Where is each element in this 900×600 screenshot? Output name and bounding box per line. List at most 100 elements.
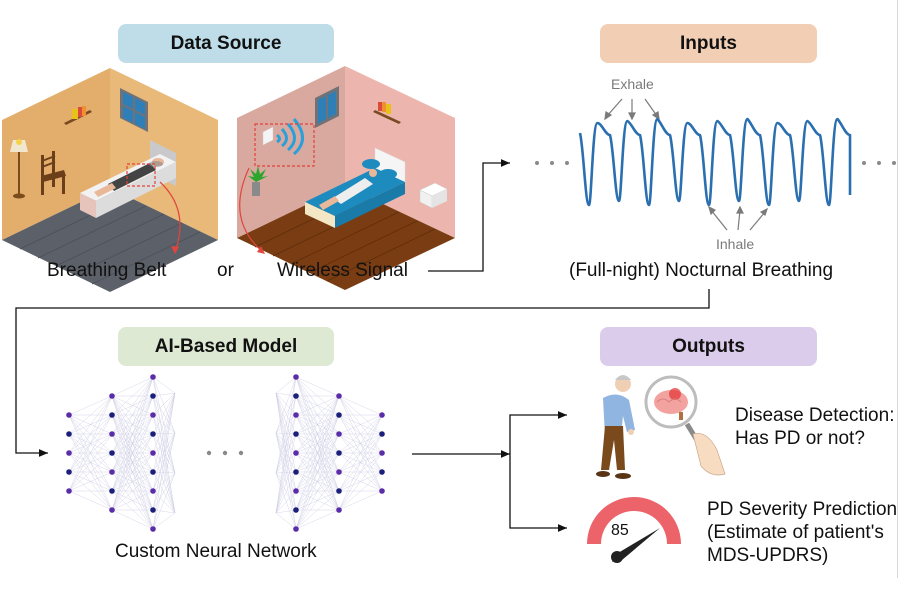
outputs-title: Outputs [672, 335, 745, 357]
network-edge [295, 414, 340, 530]
network-edge [275, 376, 297, 474]
network-edge [152, 392, 176, 473]
network-node [150, 507, 156, 513]
exhale-label: Exhale [611, 76, 654, 92]
network-edge [338, 414, 383, 473]
gauge-value: 85 [611, 522, 629, 539]
network-edge [152, 392, 176, 511]
network-edge [152, 392, 176, 416]
network-edge [68, 452, 113, 492]
network-node [293, 526, 299, 532]
network-edge [111, 452, 154, 511]
network-edge [275, 512, 297, 530]
network-node [66, 431, 72, 437]
outputs-header: Outputs [600, 327, 817, 366]
network-edge [275, 433, 297, 514]
model-header: AI-Based Model [118, 327, 334, 366]
network-edge [111, 433, 154, 511]
network-node [379, 450, 385, 456]
network-edge [275, 472, 297, 492]
network-edge [152, 432, 176, 530]
network-edge [275, 414, 297, 434]
network-edge [152, 432, 176, 511]
network-edge [275, 392, 297, 530]
data-source-header: Data Source [118, 24, 334, 63]
network-edge [152, 395, 176, 514]
network-node [336, 450, 342, 456]
network-edge [275, 432, 297, 530]
network-edge [152, 414, 176, 434]
network-edge [275, 376, 297, 434]
inputs-title: Inputs [680, 32, 737, 54]
network-node [109, 393, 115, 399]
network-edge [152, 433, 176, 474]
network-edge [152, 432, 176, 435]
plant-icon [248, 166, 268, 196]
patient-lying-icon [319, 169, 377, 210]
network-node [336, 488, 342, 494]
disease-detection-title: Disease Detection: [735, 405, 895, 426]
network-edge [338, 395, 383, 416]
bookshelf-icon [373, 102, 401, 124]
network-edge [111, 395, 154, 511]
network-edge [152, 472, 176, 530]
disease-detection-subtitle: Has PD or not? [735, 428, 865, 449]
network-node [150, 469, 156, 475]
network-edge [295, 490, 340, 530]
network-edge [111, 376, 154, 416]
network-edge [338, 414, 383, 454]
network-edge [111, 376, 154, 492]
network-node [379, 488, 385, 494]
gauge-icon [587, 497, 681, 563]
gauge-arc [587, 497, 681, 544]
network-edge [152, 376, 176, 514]
sensor-pointer-arrow [239, 167, 264, 253]
model-title: AI-Based Model [154, 335, 298, 357]
bedroom-breathing-belt-illustration [2, 68, 218, 292]
network-edge [338, 414, 383, 435]
network-edge [152, 433, 176, 514]
network-edge [111, 376, 154, 454]
network-edge [295, 395, 340, 435]
network-edge [152, 376, 176, 394]
network-edge [152, 392, 176, 435]
network-node [150, 431, 156, 437]
network-edge [275, 452, 297, 514]
network-edge [275, 509, 297, 514]
network-edge [111, 509, 154, 530]
network-edge [275, 432, 297, 435]
network-node [336, 469, 342, 475]
network-edge [295, 395, 340, 511]
network-edge [152, 452, 176, 474]
network-edge [152, 392, 176, 397]
network-node [150, 450, 156, 456]
network-edge [152, 509, 176, 514]
network-edge [295, 395, 340, 473]
network-node [336, 507, 342, 513]
network-edge [152, 392, 176, 530]
belt-pointer-arrow [159, 181, 181, 253]
inhale-label: Inhale [716, 236, 755, 252]
network-edge [338, 414, 383, 492]
network-edge [275, 392, 297, 511]
network-edge [152, 376, 176, 474]
network-edge [152, 414, 176, 514]
network-node [66, 412, 72, 418]
figure-right-border [897, 0, 898, 578]
network-edge [152, 392, 176, 454]
network-edge [275, 432, 297, 511]
network-node [109, 431, 115, 437]
network-node [150, 488, 156, 494]
network-node [66, 450, 72, 456]
network-edge [275, 392, 297, 473]
network-edge [152, 471, 176, 514]
network-edge [68, 414, 113, 492]
severity-line-2: (Estimate of patient's [707, 522, 884, 543]
network-edge [338, 452, 383, 511]
network-edge [275, 392, 297, 454]
network-node [293, 412, 299, 418]
